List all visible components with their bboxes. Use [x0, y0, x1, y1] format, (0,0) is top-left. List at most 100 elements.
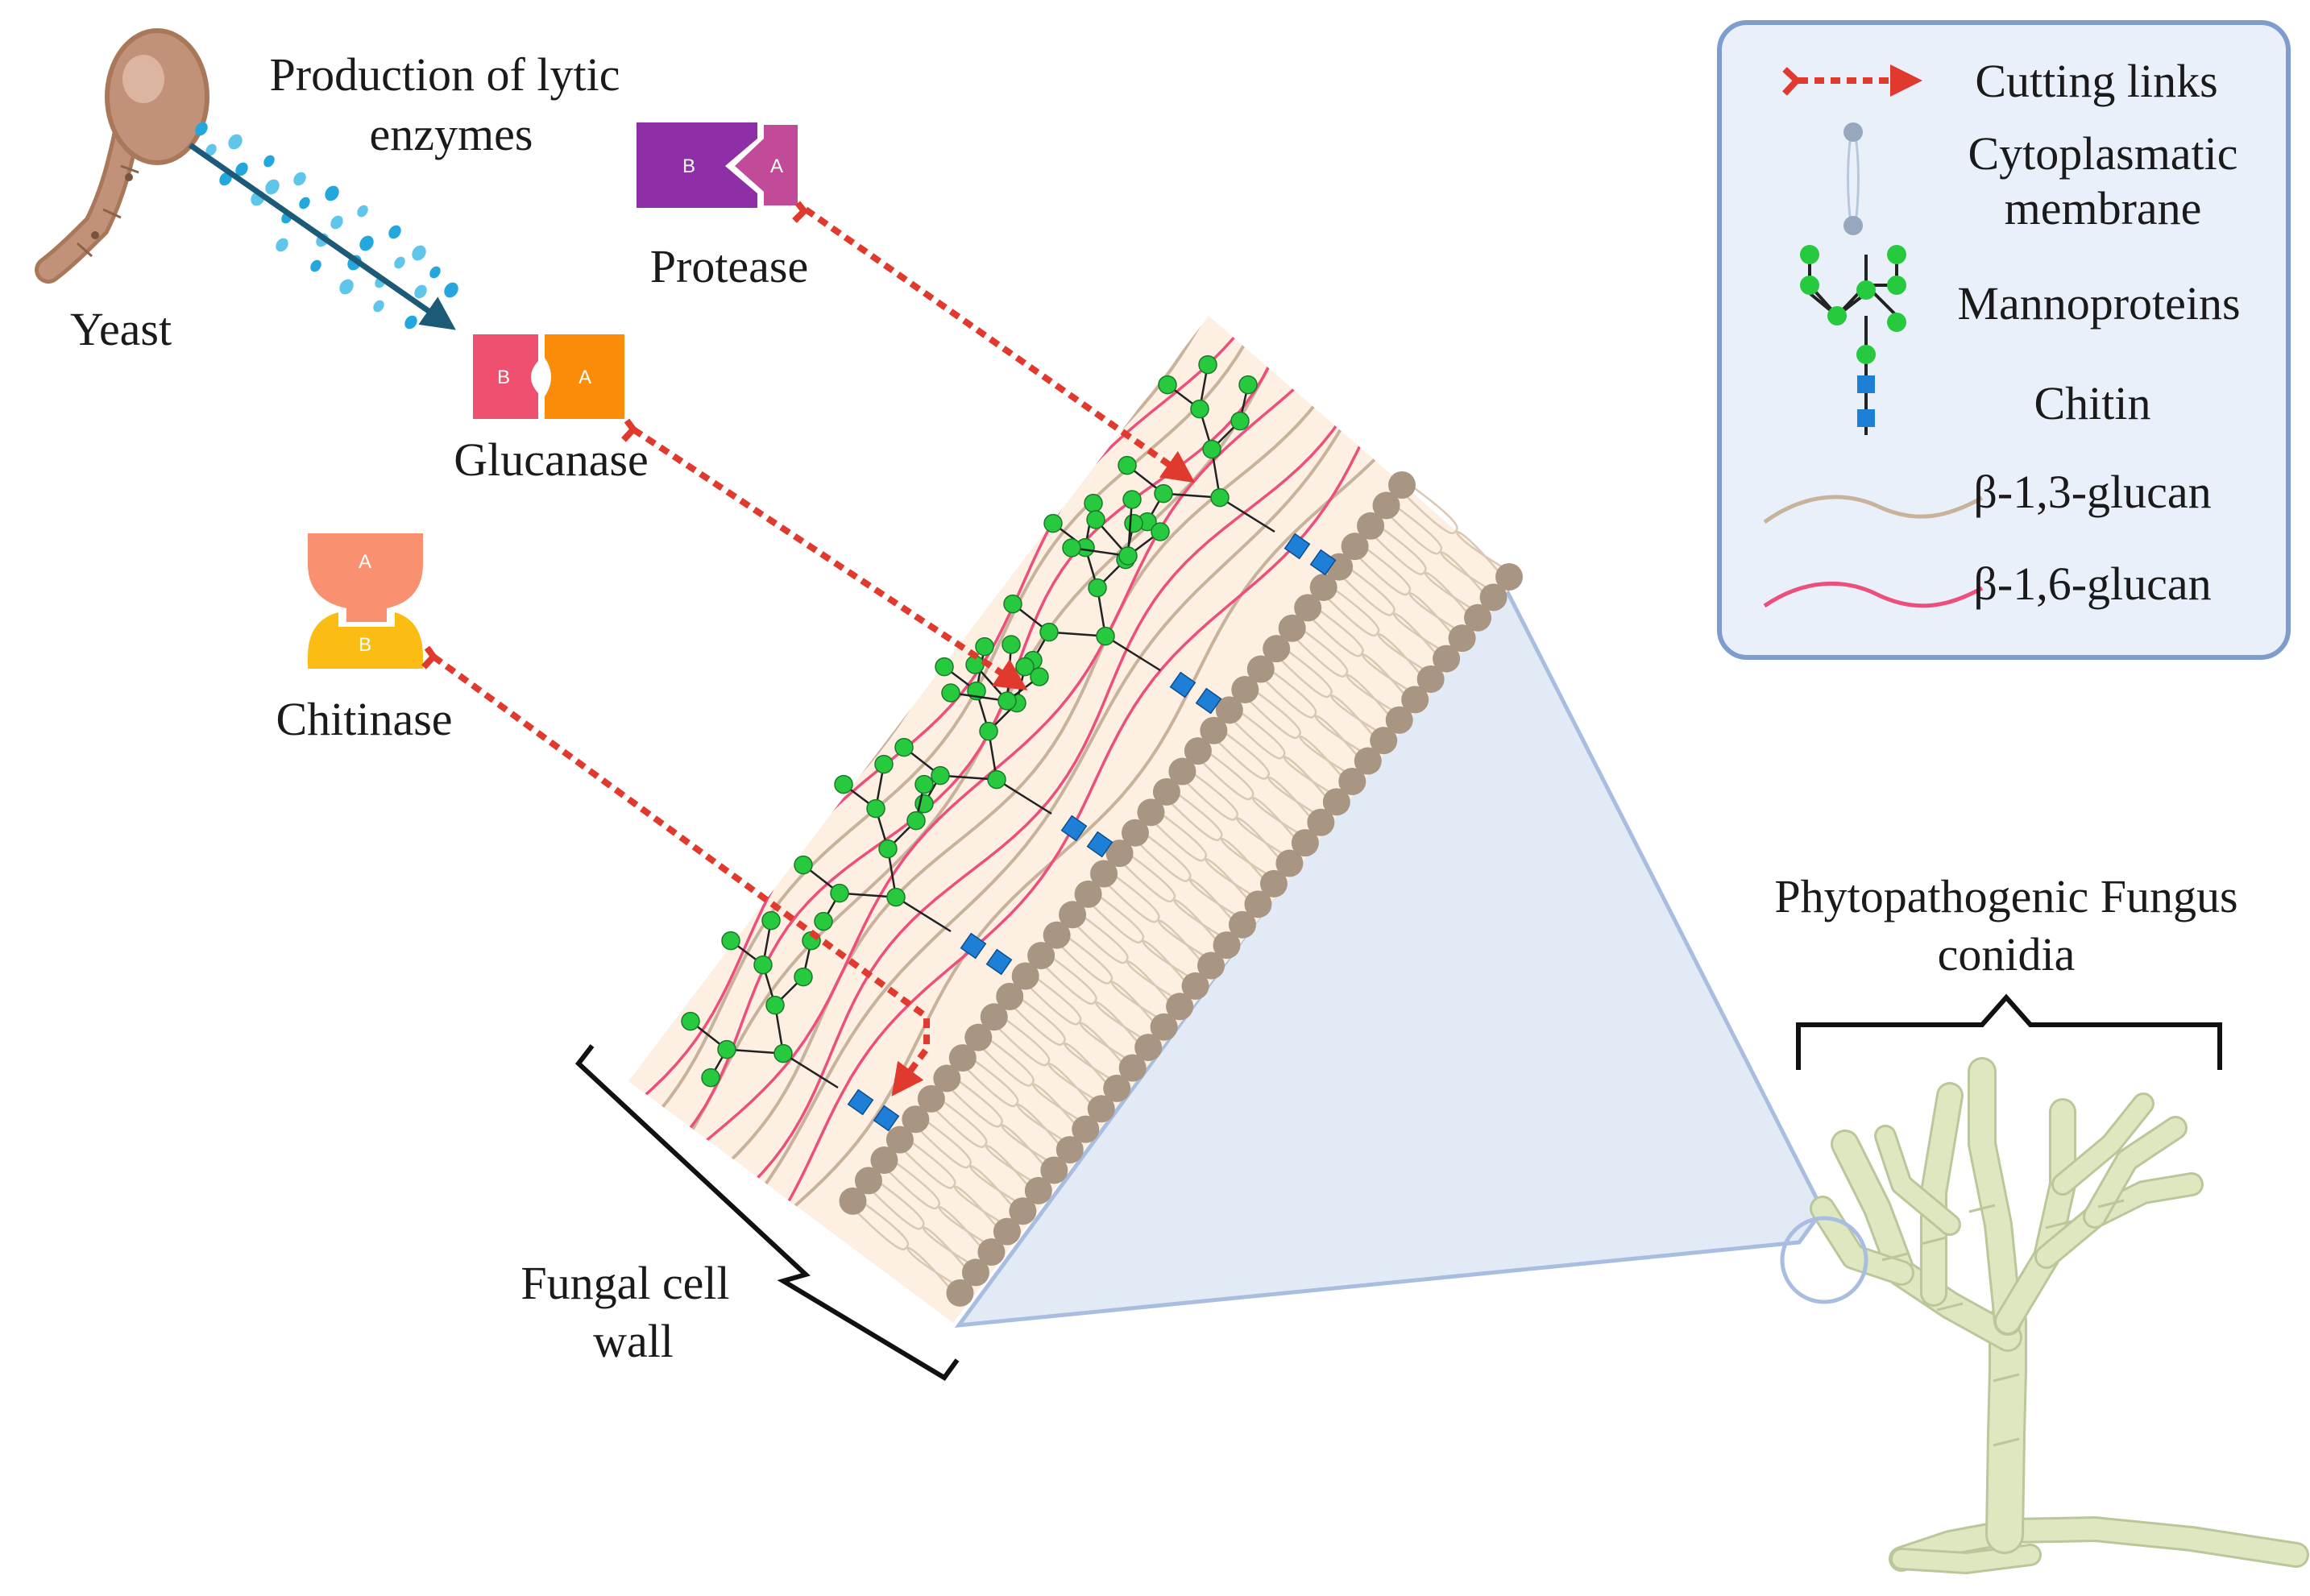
lipid-tail — [1241, 692, 1350, 786]
protease-part-a: A — [770, 155, 783, 177]
lipid-head — [1244, 890, 1272, 918]
chitinase-label: Chitinase — [276, 693, 452, 745]
lipid-head — [1184, 737, 1212, 765]
mannose — [1154, 483, 1173, 504]
mannose — [1096, 626, 1115, 646]
mannose — [834, 774, 853, 794]
enzyme-droplet — [429, 266, 441, 279]
lipid-tail — [1257, 672, 1367, 766]
production-label-line1: Production of lytic — [270, 48, 620, 101]
enzyme-droplet — [444, 282, 458, 298]
lipid-head — [1090, 860, 1118, 888]
mannose — [894, 737, 914, 757]
enzyme-droplet — [195, 122, 208, 136]
lipid-head — [1152, 777, 1180, 806]
chitinase-enzyme: A B — [308, 533, 423, 669]
lipid-tail — [1367, 529, 1476, 623]
mannose — [866, 798, 885, 819]
mannose — [886, 887, 906, 907]
mannose — [765, 995, 785, 1015]
lipid-tail — [1115, 856, 1225, 950]
mannose — [975, 636, 994, 657]
legend-mannoproteins-label: Mannoproteins — [1957, 277, 2240, 330]
enzyme-droplet — [299, 197, 310, 209]
lipid-head — [946, 1279, 974, 1307]
lipid-head — [1275, 849, 1304, 877]
fungus-label-line1: Phytopathogenic Fungus — [1774, 870, 2237, 922]
protease-cut-arrow — [803, 206, 1196, 483]
lipid-head — [1228, 910, 1256, 939]
lipid-head — [1213, 931, 1241, 960]
mannose — [1002, 635, 1021, 654]
lipid-head — [1464, 603, 1492, 632]
lipid-head — [1246, 655, 1275, 683]
conidiophore-branch — [1970, 1059, 2020, 1333]
enzyme-droplet — [205, 143, 217, 156]
glucanase-enzyme: B A — [473, 334, 624, 419]
lipid-tail — [1320, 590, 1429, 684]
mannose — [1003, 594, 1022, 614]
lipid-head — [1372, 491, 1400, 520]
lipid-tail — [1068, 918, 1178, 1011]
mannose — [1062, 538, 1081, 558]
mannoprotein-branch — [1062, 490, 1170, 566]
lipid-tail — [1084, 897, 1193, 991]
lipid-head — [1341, 533, 1369, 561]
lipid-head — [1121, 819, 1149, 847]
lipid-head — [1137, 798, 1165, 827]
enzyme-droplet — [330, 215, 343, 230]
enzyme-droplet — [235, 162, 248, 176]
lipid-tail — [896, 1142, 1006, 1237]
legend-cutting-label: Cutting links — [1975, 55, 2217, 107]
legend-beta13-icon — [1763, 495, 1984, 524]
lipid-head — [854, 1167, 882, 1195]
hypha — [1891, 1519, 2307, 1569]
mannose — [935, 657, 954, 677]
lipid-head — [1278, 614, 1306, 642]
lipid-head — [1166, 993, 1194, 1021]
lipid-head — [1168, 757, 1196, 786]
lipid-head — [996, 982, 1024, 1010]
mannose — [906, 810, 926, 831]
glucanase-label: Glucanase — [454, 433, 649, 486]
lipid-head — [1322, 788, 1350, 816]
mannoproteins-group — [681, 354, 1337, 1132]
enzyme-droplet — [265, 179, 280, 195]
chitin-unit — [1169, 671, 1196, 699]
mannoprotein — [1118, 354, 1337, 576]
lipid-head — [1291, 829, 1319, 857]
enzyme-droplet — [414, 284, 427, 299]
cutting-arrows — [421, 201, 1196, 1096]
enzyme-droplet — [339, 279, 354, 295]
enzyme-droplet — [276, 238, 288, 252]
mannoprotein — [794, 754, 1013, 976]
lipid-head — [1215, 696, 1243, 724]
lipid-head — [980, 1003, 1008, 1031]
lipid-head — [1055, 1136, 1084, 1164]
lipid-tail — [1382, 508, 1491, 602]
mannose — [931, 765, 950, 786]
lipid-tail — [959, 1060, 1068, 1155]
mannose — [1043, 513, 1063, 533]
lipid-head — [977, 1238, 1006, 1266]
lipid-head — [1200, 716, 1228, 744]
mannoprotein — [681, 910, 900, 1132]
lipid-head — [961, 1258, 989, 1287]
lipid-head — [1307, 808, 1335, 836]
fungus-label-line2: conidia — [1938, 928, 2076, 980]
lipid-head — [1388, 471, 1416, 499]
lipid-head — [870, 1146, 898, 1175]
lipid-head — [1354, 747, 1382, 775]
conidia-bracket — [1796, 993, 2222, 1070]
mannose — [1210, 487, 1230, 508]
mannose — [1086, 510, 1105, 529]
lipid-head — [902, 1105, 930, 1134]
lipid-tail — [1053, 938, 1162, 1032]
chitin-unit — [1195, 687, 1222, 715]
mannose — [1230, 411, 1250, 431]
lipid-tail — [848, 1204, 958, 1298]
enzyme-droplet — [325, 185, 339, 201]
mannose — [830, 883, 849, 903]
lipid-tail — [1006, 999, 1115, 1093]
lipid-head — [1338, 767, 1367, 795]
